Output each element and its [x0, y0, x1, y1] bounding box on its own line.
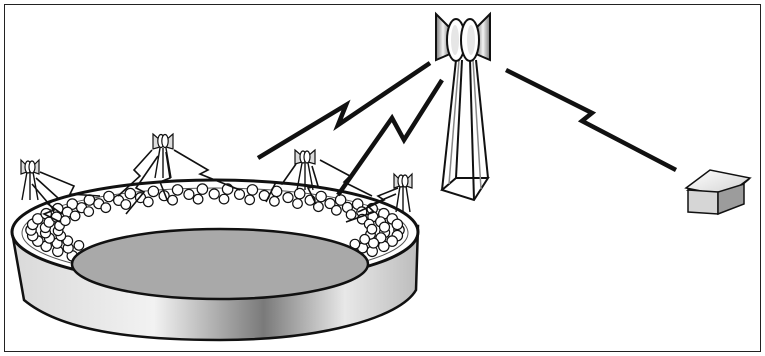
crowd-person [293, 199, 303, 209]
stadium-field [72, 229, 368, 299]
crowd-person [184, 189, 194, 199]
crowd-person [270, 197, 280, 207]
crowd-person [316, 191, 326, 201]
crowd-person [209, 189, 219, 199]
crowd-person [283, 193, 293, 203]
crowd-person [121, 200, 131, 210]
crowd-person [125, 188, 135, 198]
crowd-person [219, 194, 229, 204]
crowd-person [101, 203, 111, 213]
crowd-person [168, 195, 178, 205]
crowd-person [193, 194, 203, 204]
crowd-person [367, 224, 377, 234]
crowd-person [245, 195, 255, 205]
crowd-person [84, 195, 94, 205]
crowd-person [70, 211, 80, 221]
crowd-person [74, 241, 84, 251]
crowd-person [172, 185, 182, 195]
crowd-person [392, 219, 402, 229]
crowd-person [148, 186, 158, 196]
crowd-person [104, 191, 114, 201]
crowd-person [144, 197, 154, 207]
crowd-person [380, 222, 390, 232]
stadium [12, 180, 418, 340]
crowd-person [360, 235, 370, 245]
crowd-person [332, 206, 342, 216]
crowd-person [235, 189, 245, 199]
crowd-person [61, 216, 71, 226]
crowd-person [84, 207, 94, 217]
crowd-person [295, 188, 305, 198]
crowd-person [197, 184, 207, 194]
crowd-person [247, 185, 257, 195]
crowd-person [346, 210, 356, 220]
